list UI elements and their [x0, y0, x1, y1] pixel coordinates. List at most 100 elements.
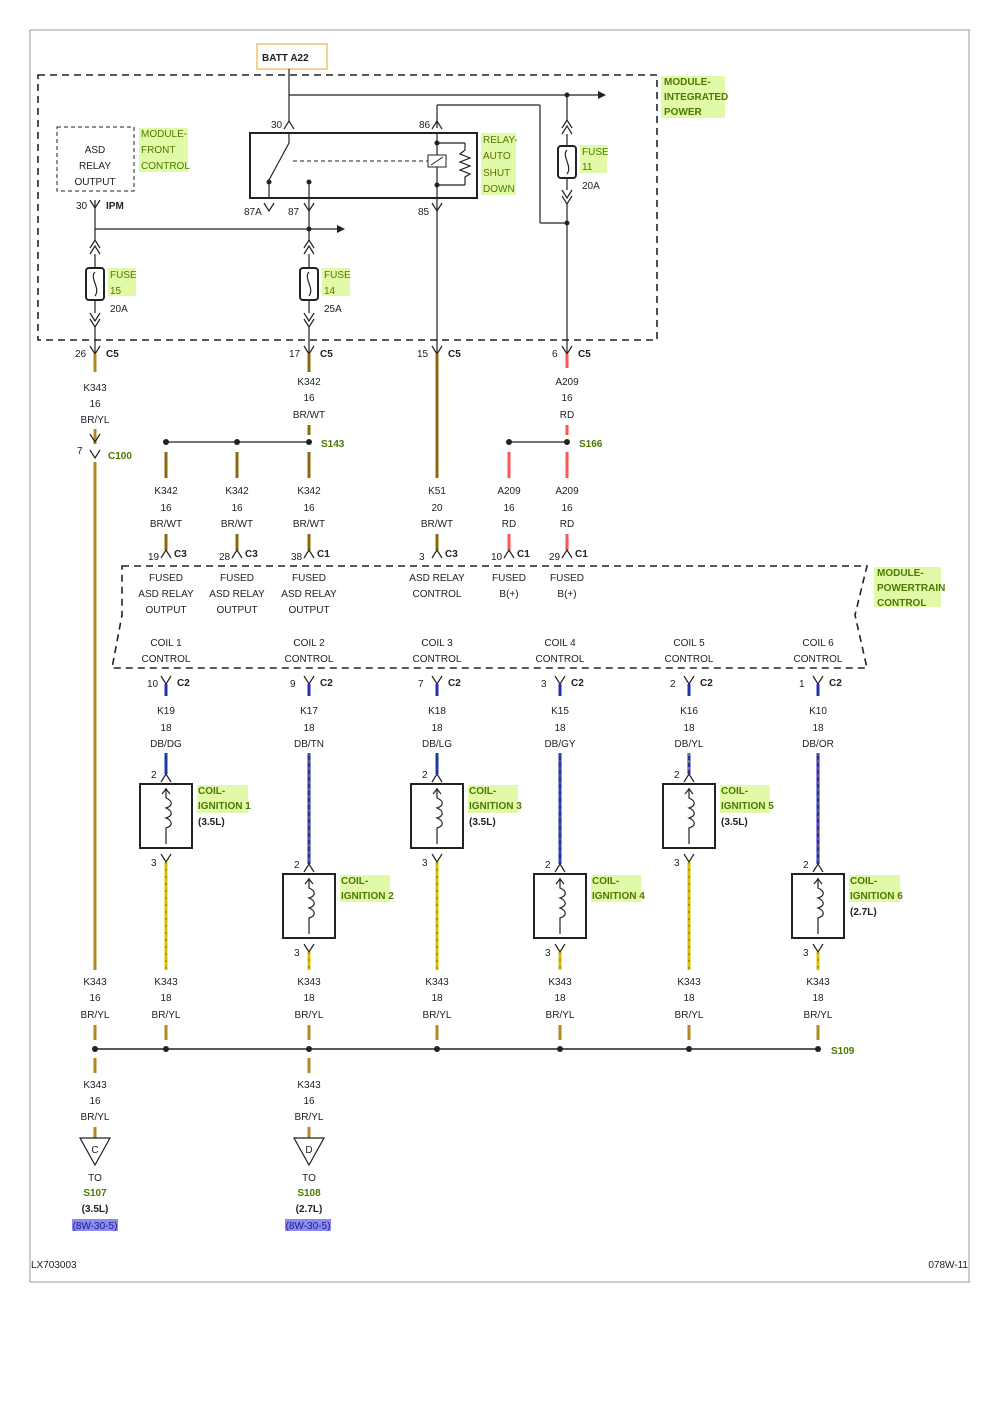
relay-pin-86: 86	[419, 120, 431, 131]
svg-text:CONTROL: CONTROL	[285, 654, 334, 665]
svg-text:18: 18	[431, 723, 443, 734]
svg-text:CONTROL: CONTROL	[142, 654, 191, 665]
svg-text:ASD RELAY: ASD RELAY	[409, 573, 465, 584]
ipm-module-boundary	[37, 74, 658, 341]
svg-text:K343: K343	[297, 1080, 321, 1091]
svg-text:COIL-: COIL-	[198, 786, 225, 797]
relay-pin-87: 87	[288, 207, 300, 218]
svg-text:K10: K10	[809, 706, 827, 717]
svg-text:K343: K343	[297, 977, 321, 988]
svg-text:FUSED: FUSED	[220, 573, 254, 584]
svg-text:C1: C1	[317, 549, 330, 560]
svg-text:OUTPUT: OUTPUT	[74, 177, 115, 188]
svg-text:2: 2	[294, 860, 300, 871]
colored-wire-segments	[93, 354, 569, 970]
svg-text:C2: C2	[448, 678, 461, 689]
svg-text:S109: S109	[831, 1046, 855, 1057]
c100-connector: 7 C100	[77, 433, 132, 462]
svg-text:K343: K343	[425, 977, 449, 988]
svg-text:OUTPUT: OUTPUT	[288, 605, 329, 616]
svg-text:A209: A209	[555, 377, 579, 388]
svg-text:BR/WT: BR/WT	[293, 519, 325, 530]
wire-label-k343-top: K343 16 BR/YL	[81, 383, 110, 426]
svg-text:K343: K343	[677, 977, 701, 988]
relay-87a-terminal	[263, 202, 275, 213]
svg-text:COIL 3: COIL 3	[421, 638, 453, 649]
svg-text:C1: C1	[575, 549, 588, 560]
relay-pin-85: 85	[418, 207, 430, 218]
svg-text:18: 18	[812, 993, 824, 1004]
svg-text:38: 38	[291, 552, 303, 563]
svg-text:BR/YL: BR/YL	[295, 1010, 324, 1021]
svg-text:RELAY-: RELAY-	[483, 135, 517, 146]
svg-text:C5: C5	[106, 349, 119, 360]
svg-text:IGNITION 2: IGNITION 2	[341, 891, 394, 902]
svg-text:3: 3	[541, 679, 547, 690]
svg-text:MODULE-: MODULE-	[141, 129, 187, 140]
svg-text:FUSED: FUSED	[492, 573, 526, 584]
svg-text:(3.5L): (3.5L)	[198, 817, 225, 828]
relay-label: RELAY- AUTO SHUT DOWN	[481, 133, 517, 195]
splice-s166: S166	[506, 439, 603, 450]
svg-text:18: 18	[683, 993, 695, 1004]
footer-code-right: 078W-11	[928, 1260, 968, 1271]
svg-text:18: 18	[554, 993, 566, 1004]
fuse-14	[299, 238, 350, 340]
svg-text:7: 7	[77, 446, 83, 457]
svg-text:C5: C5	[448, 349, 461, 360]
svg-text:16: 16	[89, 399, 101, 410]
batt-label: BATT A22	[262, 53, 309, 64]
wire-label-k342-b: K342 16 BR/WT	[221, 486, 253, 530]
svg-text:ASD: ASD	[85, 145, 106, 156]
svg-text:18: 18	[554, 723, 566, 734]
ref-link-8w-30-5-b[interactable]: (8W-30-5)	[286, 1221, 331, 1232]
c5-connector-17: 17 C5	[289, 345, 333, 360]
svg-text:COIL 2: COIL 2	[293, 638, 325, 649]
svg-text:DB/GY: DB/GY	[544, 739, 575, 750]
svg-text:C3: C3	[245, 549, 258, 560]
svg-text:K343: K343	[83, 977, 107, 988]
fuse-15	[85, 238, 136, 340]
svg-text:IGNITION 3: IGNITION 3	[469, 801, 522, 812]
svg-text:K343: K343	[83, 1080, 107, 1091]
svg-text:C2: C2	[571, 678, 584, 689]
svg-text:COIL-: COIL-	[592, 876, 619, 887]
svg-text:POWER: POWER	[664, 107, 703, 118]
wire-label-a209-b: A209 16 RD	[555, 486, 579, 530]
svg-text:ASD RELAY: ASD RELAY	[138, 589, 194, 600]
relay-pin-87a: 87A	[244, 207, 262, 218]
ref-link-8w-30-5-a[interactable]: (8W-30-5)	[73, 1221, 118, 1232]
svg-text:K343: K343	[83, 383, 107, 394]
svg-text:AUTO: AUTO	[483, 151, 511, 162]
svg-text:ASD RELAY: ASD RELAY	[281, 589, 337, 600]
svg-text:BR/YL: BR/YL	[295, 1112, 324, 1123]
fuse-11-number: 11	[582, 162, 593, 173]
svg-text:6: 6	[552, 349, 558, 360]
c5-connector-15: 15 C5	[417, 345, 461, 360]
svg-text:16: 16	[561, 503, 573, 514]
svg-text:MODULE-: MODULE-	[664, 77, 711, 88]
footer-code-left: LX703003	[31, 1260, 77, 1271]
svg-text:C1: C1	[517, 549, 530, 560]
svg-text:17: 17	[289, 349, 301, 360]
svg-text:IGNITION 6: IGNITION 6	[850, 891, 903, 902]
svg-text:BR/YL: BR/YL	[675, 1010, 704, 1021]
svg-text:C2: C2	[829, 678, 842, 689]
svg-text:C2: C2	[700, 678, 713, 689]
svg-text:RD: RD	[502, 519, 516, 530]
wire-label-k51: K51 20 BR/WT	[421, 486, 453, 530]
fuse-11-rating: 20A	[582, 181, 600, 192]
svg-text:26: 26	[75, 349, 87, 360]
svg-text:IGNITION 1: IGNITION 1	[198, 801, 251, 812]
svg-text:3: 3	[422, 858, 428, 869]
splice-s143: S143	[163, 439, 345, 450]
svg-text:K19: K19	[157, 706, 175, 717]
splice-s109-bus: S109	[95, 1046, 855, 1057]
